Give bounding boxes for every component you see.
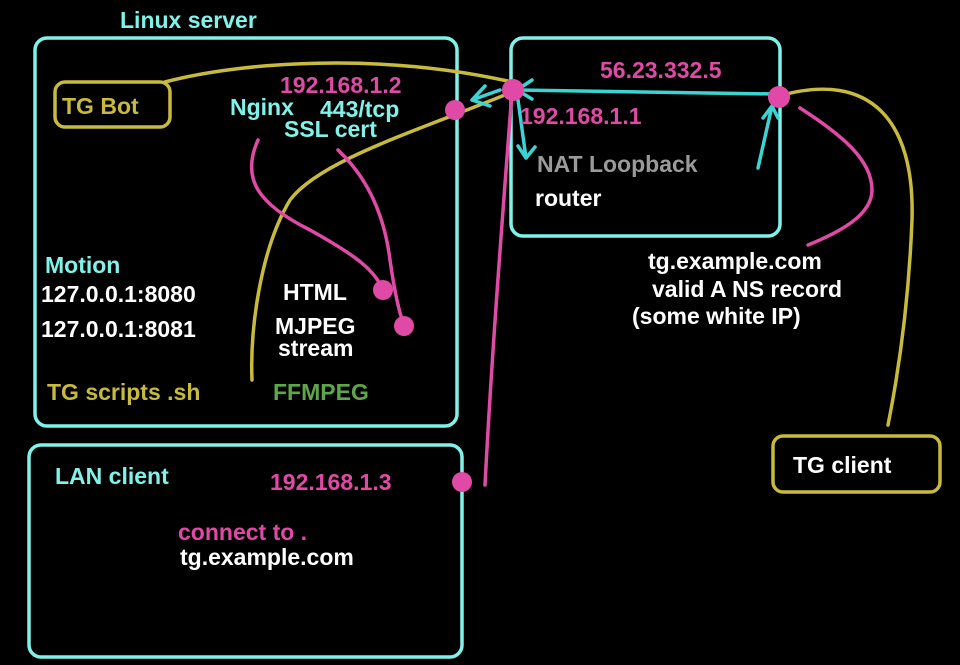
tg-bot-box [53, 80, 172, 129]
router-lan-dot [502, 79, 524, 101]
mjpeg-dot [394, 316, 414, 336]
router-to-nat-arrow [516, 98, 537, 160]
router-lan-ip-label: 192.168.1.1 [520, 103, 642, 129]
ffmpeg-label: FFMPEG [273, 379, 369, 405]
server-ip-label: 192.168.1.2 [280, 72, 402, 98]
linux-server-box [33, 36, 459, 428]
tg-bot-label: TG Bot [62, 93, 139, 119]
dns-record-label: valid A NS record [652, 276, 842, 302]
linux-server-title: Linux server [120, 7, 257, 33]
stream-label: stream [278, 335, 353, 361]
lan-client-ip-label: 192.168.1.3 [270, 469, 392, 495]
tg-client-label: TG client [793, 452, 892, 478]
nginx-to-html-line [249, 138, 385, 292]
motion-label: Motion [45, 252, 120, 278]
dns-domain-label: tg.example.com [648, 248, 822, 274]
nat-to-public-arrow [756, 104, 780, 170]
nginx-label: Nginx [230, 94, 294, 120]
server-ip-dot [445, 100, 465, 120]
lan-client-box [27, 443, 464, 659]
lan-client-dot [452, 472, 472, 492]
tg-client-to-public-ip-line [777, 87, 914, 427]
public-ip-to-dns-line [798, 106, 874, 247]
port-label: 443/tcp [320, 96, 399, 122]
router-public-dot [768, 86, 790, 108]
lan-client-connect-label: connect to . [178, 519, 307, 545]
ssl-to-mjpeg-line [336, 148, 406, 327]
router-label: router [535, 185, 602, 211]
tg-scripts-to-router-line [250, 90, 514, 382]
nat-loopback-label: NAT Loopback [537, 151, 698, 177]
tg-client-box [771, 434, 942, 494]
dns-note-label: (some white IP) [632, 303, 801, 329]
router-box [509, 36, 782, 238]
mjpeg-label: MJPEG [275, 313, 356, 339]
lan-client-title: LAN client [55, 463, 169, 489]
public-ip-label: 56.23.332.5 [600, 57, 722, 83]
motion-addr-2: 127.0.0.1:8081 [41, 316, 196, 342]
router-to-lan-client-line [483, 90, 514, 487]
tg-bot-to-router-line [163, 61, 514, 84]
ssl-label: SSL cert [284, 116, 377, 142]
html-label: HTML [283, 279, 347, 305]
lan-client-domain-label: tg.example.com [180, 544, 354, 570]
tg-scripts-label: TG scripts .sh [47, 379, 200, 405]
motion-addr-1: 127.0.0.1:8080 [41, 281, 196, 307]
html-dot [373, 280, 393, 300]
router-to-nginx-arrow [470, 84, 502, 108]
